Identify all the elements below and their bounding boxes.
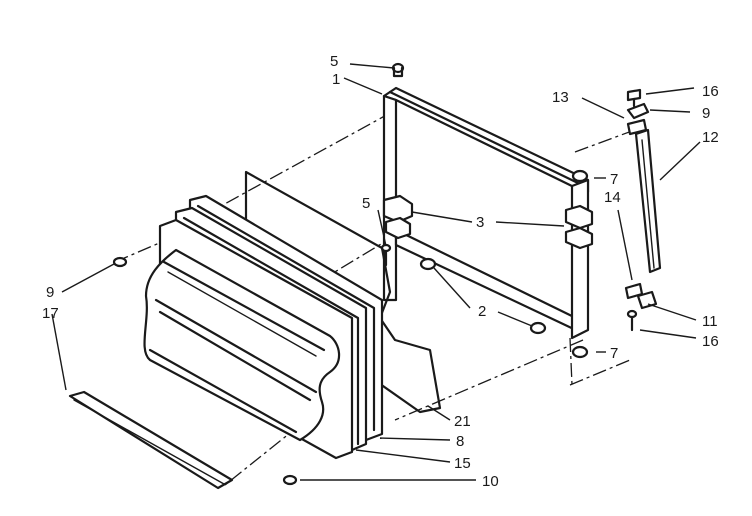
callout-16-bottom: 16 — [702, 333, 719, 350]
callout-7-top: 7 — [610, 171, 618, 188]
trim-strip-part-17 — [68, 390, 234, 490]
callout-10: 9 — [702, 105, 710, 122]
callout-14: 14 — [604, 189, 621, 206]
callout-labels: 5 1 13 16 9 12 7 14 5 3 9 2 17 11 16 7 2… — [42, 53, 719, 490]
callout-5-top: 5 — [330, 53, 338, 70]
callout-5-mid: 5 — [362, 195, 370, 212]
callout-9-bottom: 10 — [482, 473, 499, 490]
callout-8: 8 — [456, 433, 464, 450]
leader-lines — [51, 63, 701, 481]
callout-12: 12 — [702, 129, 719, 146]
callout-17: 17 — [42, 305, 59, 322]
callout-16-top: 16 — [702, 83, 719, 100]
hinge-bracket-part-3 — [382, 194, 594, 250]
callout-13: 13 — [552, 89, 569, 106]
callout-2: 2 — [478, 303, 486, 320]
door-frame-part-1 — [382, 86, 590, 340]
door-liner — [143, 218, 354, 460]
callout-1: 1 — [332, 71, 340, 88]
hinge-parts-right — [624, 88, 662, 332]
callout-9-left: 9 — [46, 284, 54, 301]
callout-21: 21 — [454, 413, 471, 430]
callout-7-bottom: 7 — [610, 345, 618, 362]
callout-3: 3 — [476, 214, 484, 231]
callout-11: 11 — [702, 313, 718, 330]
callout-15: 15 — [454, 455, 471, 472]
